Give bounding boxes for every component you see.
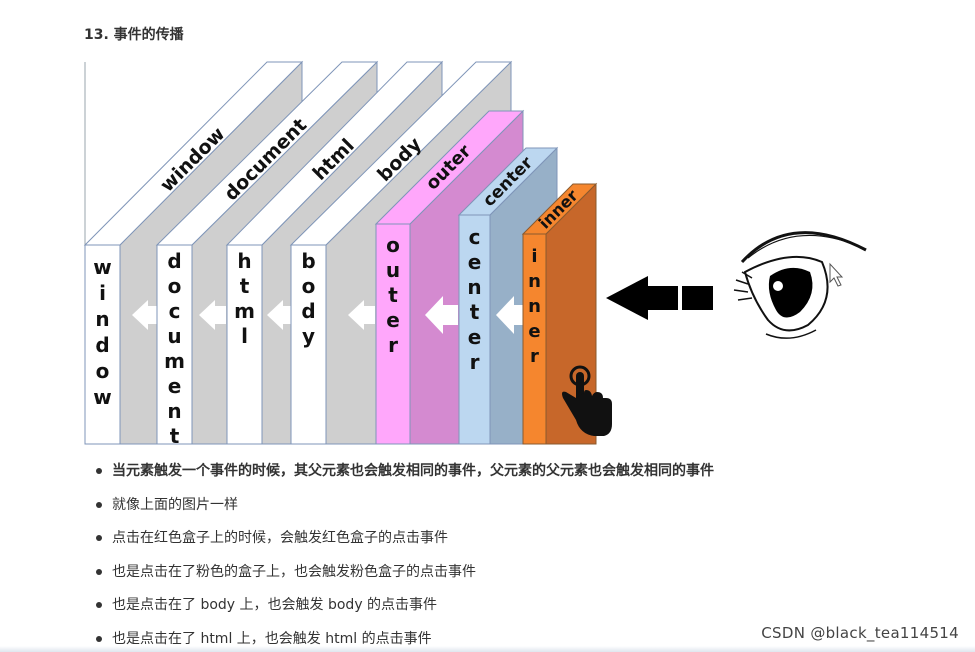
bullet-dot <box>96 602 102 608</box>
side-label-letter: c <box>469 225 481 249</box>
watermark: CSDN @black_tea114514 <box>761 624 959 642</box>
side-label-letter: i <box>531 246 537 267</box>
side-label-letter: r <box>530 346 539 367</box>
list-item-text: 也是点击在了 html 上，也会触发 html 的点击事件 <box>112 630 432 647</box>
side-label-letter: r <box>470 350 480 374</box>
list-item: 当元素触发一个事件的时候，其父元素也会触发相同的事件，父元素的父元素也会触发相同… <box>96 458 714 492</box>
side-label-letter: e <box>468 250 482 274</box>
list-item: 就像上面的图片一样 <box>96 492 714 526</box>
black-arrow-icon <box>606 276 713 320</box>
bottom-edge <box>0 646 975 652</box>
side-label-letter: w <box>93 255 111 279</box>
layer-document-front <box>156 244 193 445</box>
mouse-cursor-icon <box>829 262 844 287</box>
side-label-letter: m <box>234 299 255 323</box>
list-item: 点击在红色盒子上的时候，会触发红色盒子的点击事件 <box>96 525 714 559</box>
section-heading: 13. 事件的传播 <box>84 27 184 43</box>
list-item: 也是点击在了 html 上，也会触发 html 的点击事件 <box>96 626 714 652</box>
arrow-shaft <box>214 306 226 324</box>
arrow-icon <box>267 300 283 330</box>
side-label-letter: o <box>302 274 316 298</box>
side-label-letter: n <box>167 399 181 423</box>
hand-pointer-icon <box>562 365 612 436</box>
bullet-list: 当元素触发一个事件的时候，其父元素也会触发相同的事件，父元素的父元素也会触发相同… <box>96 458 714 652</box>
arrow-shaft <box>442 305 458 325</box>
layer-html-front <box>226 244 263 445</box>
side-label-letter: n <box>528 271 541 292</box>
side-label-letter: n <box>467 275 481 299</box>
layer-inner-front <box>522 233 547 445</box>
side-label-letter: t <box>240 274 250 298</box>
side-label-letter: r <box>388 333 398 357</box>
list-item: 也是点击在了 body 上，也会触发 body 的点击事件 <box>96 592 714 626</box>
list-item: 也是点击在了粉色的盒子上，也会触发粉色盒子的点击事件 <box>96 559 714 593</box>
eye-icon <box>733 231 867 339</box>
diagram-svg: window document html <box>83 60 867 445</box>
bullet-dot <box>96 535 102 541</box>
side-label-letter: e <box>468 325 482 349</box>
arrow-icon <box>348 300 364 330</box>
arrow-shaft <box>147 306 159 324</box>
event-propagation-diagram: window document html <box>0 60 975 460</box>
list-item-text: 就像上面的图片一样 <box>112 496 238 513</box>
diagram-bottom-mask <box>0 445 975 460</box>
list-item-text: 当元素触发一个事件的时候，其父元素也会触发相同的事件，父元素的父元素也会触发相同… <box>112 463 714 479</box>
side-label-letter: d <box>95 333 109 357</box>
side-label-letter: c <box>169 299 181 323</box>
side-label-letter: o <box>386 233 400 257</box>
side-label-letter: i <box>99 281 106 305</box>
side-label-letter: e <box>528 321 540 342</box>
arrow-shaft <box>363 306 375 324</box>
side-label-letter: o <box>168 274 182 298</box>
side-label-letter: d <box>167 249 181 273</box>
side-label-letter: b <box>301 249 315 273</box>
side-label-letter: t <box>388 283 398 307</box>
side-label-letter: u <box>386 258 400 282</box>
side-label-letter: w <box>93 385 111 409</box>
arrow-shaft <box>513 305 523 325</box>
side-label-letter: n <box>528 296 541 317</box>
arrow-icon <box>132 300 148 330</box>
side-label-letter: u <box>167 324 181 348</box>
arrow-icon <box>496 296 514 334</box>
layer-center-front <box>458 214 491 445</box>
bullet-dot <box>96 468 102 474</box>
bullet-dot <box>96 568 102 575</box>
bullet-dot <box>96 635 102 642</box>
side-label-letter: h <box>237 249 251 273</box>
side-label-letter: d <box>301 299 315 323</box>
list-item-text: 点击在红色盒子上的时候，会触发红色盒子的点击事件 <box>112 530 448 546</box>
side-label-letter: y <box>302 324 315 348</box>
bullet-dot <box>96 501 102 508</box>
layer-body-front <box>290 244 327 445</box>
side-label-letter: t <box>170 424 180 448</box>
side-label-letter: t <box>470 300 480 324</box>
arrow-icon <box>425 296 443 334</box>
side-label-letter: l <box>241 324 248 348</box>
list-item-text: 也是点击在了 body 上，也会触发 body 的点击事件 <box>112 597 438 613</box>
arrow-icon <box>199 300 215 330</box>
list-item-text: 也是点击在了粉色的盒子上，也会触发粉色盒子的点击事件 <box>112 563 476 580</box>
layer-window-front <box>84 244 121 445</box>
side-label-letter: o <box>96 359 110 383</box>
side-label-letter: n <box>95 307 109 331</box>
layer-outer-front <box>375 223 411 445</box>
side-label-letter: m <box>164 349 185 373</box>
side-label-letter: e <box>168 374 182 398</box>
side-label-letter: e <box>386 308 400 332</box>
